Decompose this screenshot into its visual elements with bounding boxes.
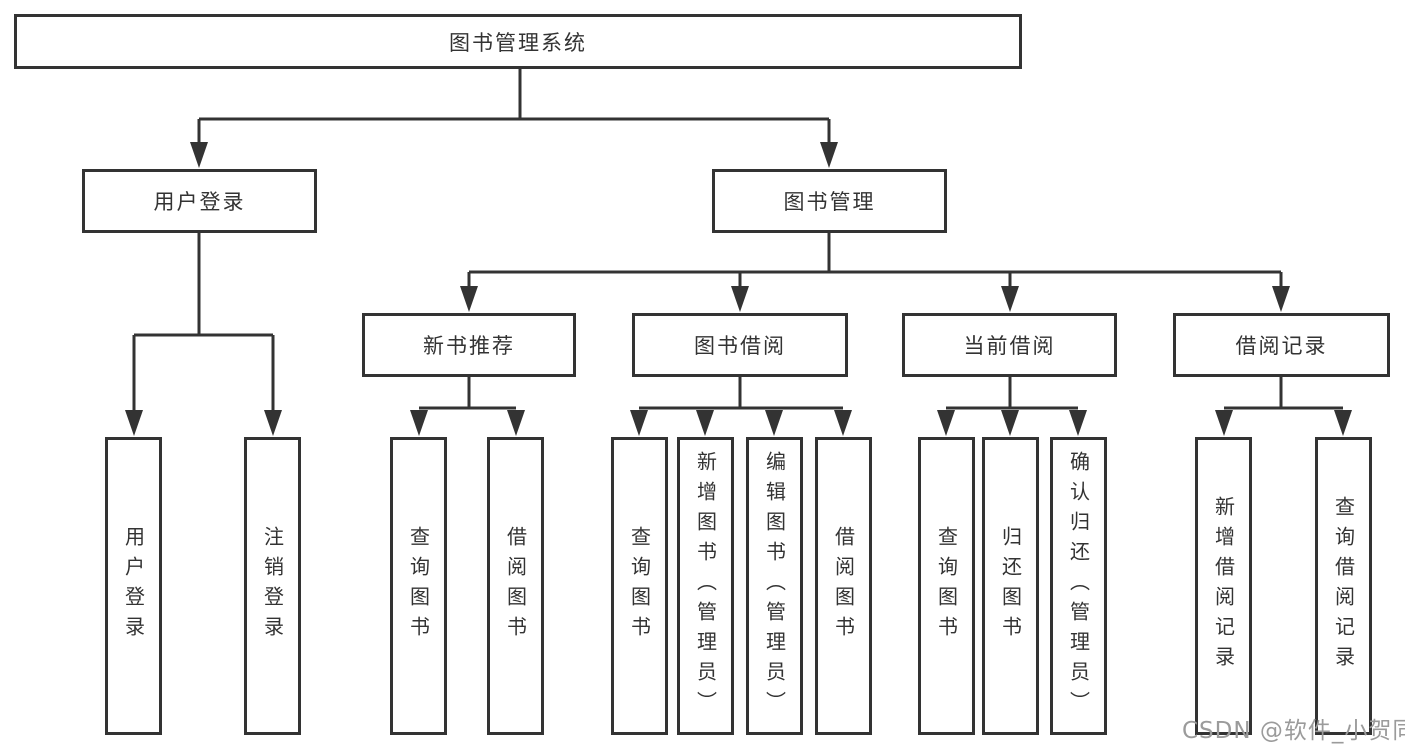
leaf-edit-book-admin: 编辑图书（管理员）	[746, 437, 803, 735]
node-book-management: 图书管理	[712, 169, 947, 233]
csdn-watermark: CSDN @软件_小贺同学	[1182, 718, 1405, 744]
leaf-query-books-current: 查询图书	[918, 437, 975, 735]
leaf-confirm-return-admin: 确认归还（管理员）	[1050, 437, 1107, 735]
leaf-user-login: 用户登录	[105, 437, 162, 735]
leaf-add-book-admin: 新增图书（管理员）	[677, 437, 734, 735]
node-borrow-records: 借阅记录	[1173, 313, 1390, 377]
leaf-logout: 注销登录	[244, 437, 301, 735]
leaf-return-book: 归还图书	[982, 437, 1039, 735]
leaf-add-borrow-record: 新增借阅记录	[1195, 437, 1252, 735]
node-new-book-recommend: 新书推荐	[362, 313, 576, 377]
leaf-query-books-recommend: 查询图书	[390, 437, 447, 735]
node-root-system: 图书管理系统	[14, 14, 1022, 69]
leaf-query-books-borrow: 查询图书	[611, 437, 668, 735]
leaf-borrow-books: 借阅图书	[815, 437, 872, 735]
node-current-borrow: 当前借阅	[902, 313, 1117, 377]
leaf-query-borrow-record: 查询借阅记录	[1315, 437, 1372, 735]
node-book-borrow: 图书借阅	[632, 313, 848, 377]
node-user-login: 用户登录	[82, 169, 317, 233]
leaf-borrow-books-recommend: 借阅图书	[487, 437, 544, 735]
